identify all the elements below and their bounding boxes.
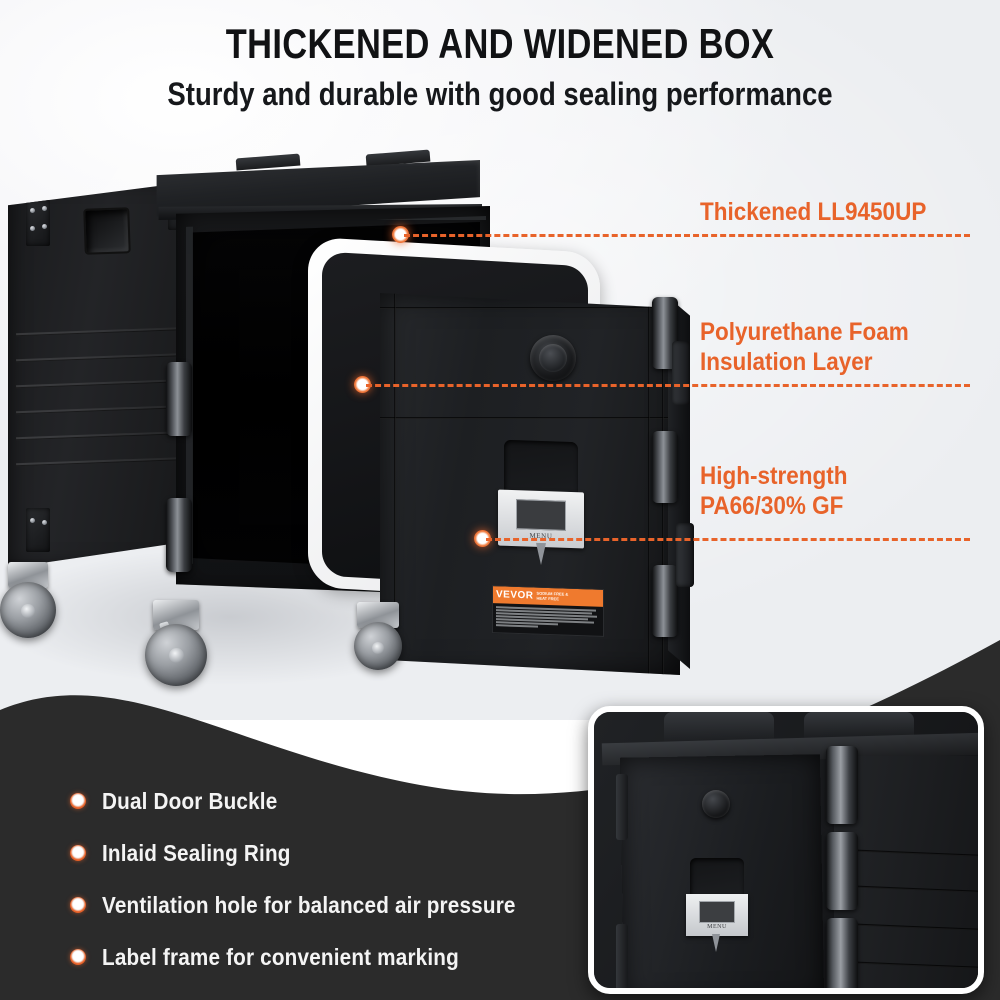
inset-box-body [834, 756, 978, 988]
product-image-main: MENU VEVOR SODIUM FREE & HEAT FREE [0, 149, 700, 686]
inset-hinge-middle [826, 832, 858, 910]
inset-handle-left [664, 712, 774, 742]
inset-hinge-upper [826, 746, 858, 824]
callout-line-strength [486, 538, 970, 541]
callout-label-insulation-1: Polyurethane Foam [700, 318, 909, 346]
door-buckle-upper [672, 341, 690, 405]
callout-label-thickened: Thickened LL9450UP [700, 198, 927, 226]
inset-label-frame-text: MENU [707, 923, 727, 930]
feature-label: Inlaid Sealing Ring [102, 839, 291, 866]
bullet-dot-icon [70, 949, 86, 965]
inset-label-window [699, 900, 735, 923]
feature-list: Dual Door Buckle Inlaid Sealing Ring Ven… [70, 775, 630, 983]
inset-scene: MENU [594, 712, 978, 988]
page-subtitle: Sturdy and durable with good sealing per… [167, 76, 833, 113]
list-item: Ventilation hole for balanced air pressu… [70, 879, 630, 931]
bullet-dot-icon [70, 845, 86, 861]
list-item: Dual Door Buckle [70, 775, 630, 827]
callout-label-strength-1: High-strength [700, 462, 848, 490]
callout-label-insulation-2: Insulation Layer [700, 348, 873, 376]
top-tab-left [235, 153, 301, 171]
inset-hinge-lower [826, 918, 858, 988]
list-item: Label frame for convenient marking [70, 931, 630, 983]
inset-ventilation-hole [702, 790, 730, 818]
inset-label-pin [712, 934, 720, 952]
bullet-dot-icon [70, 897, 86, 913]
hinge-body-lower [166, 498, 192, 572]
hinge-body-upper [166, 362, 192, 436]
inset-door-buckle-upper [616, 774, 628, 840]
callout-dot-insulation [354, 376, 371, 393]
sticker-tagline-2: HEAT FREE [536, 595, 559, 601]
sticker-fine-print [493, 603, 603, 629]
inset-label-frame: MENU [686, 894, 748, 936]
header: THICKENED AND WIDENED BOX Sturdy and dur… [0, 0, 1000, 113]
vevor-warning-sticker: VEVOR SODIUM FREE & HEAT FREE [492, 585, 604, 637]
feature-label: Ventilation hole for balanced air pressu… [102, 891, 516, 918]
callout-dot-thickened [392, 226, 409, 243]
callout-dot-strength [474, 530, 491, 547]
inset-door-buckle-lower [616, 924, 628, 988]
hinge-door-lower [652, 565, 678, 637]
side-handle [83, 207, 131, 255]
feature-label: Label frame for convenient marking [102, 943, 459, 970]
label-window [516, 499, 566, 531]
bullet-dot-icon [70, 793, 86, 809]
feature-label: Dual Door Buckle [102, 787, 278, 814]
list-item: Inlaid Sealing Ring [70, 827, 630, 879]
door-buckle-lower [676, 523, 694, 587]
door-assembly: MENU VEVOR SODIUM FREE & HEAT FREE [300, 236, 700, 685]
brand-logo: VEVOR [496, 589, 534, 602]
callout-label-strength-2: PA66/30% GF [700, 492, 844, 520]
callout-line-thickened [404, 234, 970, 237]
hinge-door-middle [652, 431, 678, 503]
ventilation-hole [529, 334, 577, 382]
callout-line-insulation [366, 384, 970, 387]
door-outer-panel: MENU VEVOR SODIUM FREE & HEAT FREE [380, 293, 680, 675]
page-title: THICKENED AND WIDENED BOX [225, 20, 775, 67]
inset-closeup-image: MENU [588, 706, 984, 994]
label-pin [536, 542, 546, 566]
